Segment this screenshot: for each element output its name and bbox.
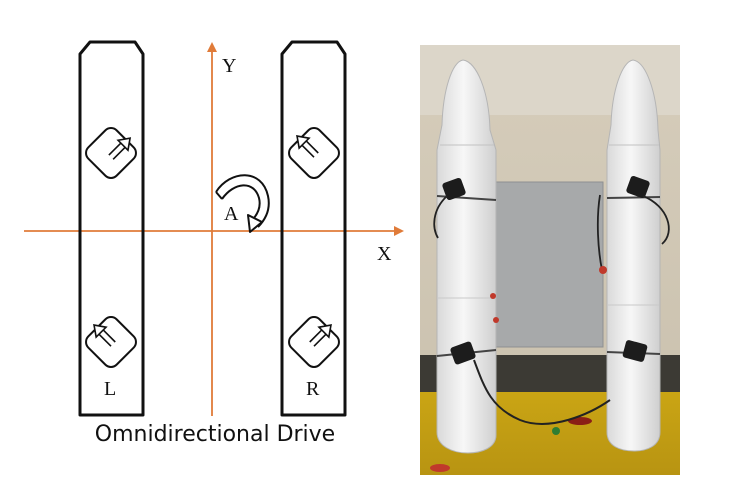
- y-axis-arrowhead: [207, 42, 217, 52]
- x-axis-label: X: [377, 243, 392, 265]
- left-front-thrust-arrow-icon: [108, 137, 132, 160]
- rotation-label: A: [224, 203, 239, 225]
- photo-thruster-right-front: [626, 175, 650, 199]
- photo-thruster-left-rear: [450, 341, 476, 365]
- metal-plate: [493, 182, 603, 347]
- right-rear-thrust-arrow-icon: [309, 324, 332, 347]
- left-rear-thruster: [85, 316, 137, 368]
- rotation-arrow-icon: A: [215, 174, 270, 233]
- diagram-caption: Omnidirectional Drive: [94, 422, 336, 447]
- photo-thruster-left-front: [442, 177, 466, 201]
- left-hull-label: L: [104, 378, 116, 400]
- right-front-thrust-arrow-icon: [296, 135, 319, 158]
- left-rear-thrust-arrow-icon: [93, 324, 116, 347]
- coordinate-axes: X Y: [24, 42, 404, 416]
- photo-left-hull: [436, 59, 497, 454]
- right-hull-label: R: [306, 378, 320, 400]
- left-hull-diagram: L: [78, 40, 145, 417]
- x-axis-arrowhead: [394, 226, 404, 236]
- left-hull-outline: [78, 40, 145, 417]
- photo-right-hull: [606, 59, 661, 452]
- catamaran-hulls-photo: [420, 45, 680, 475]
- right-hull-outline: [280, 40, 347, 417]
- right-rear-thruster: [288, 316, 340, 368]
- right-front-thruster: [288, 127, 340, 179]
- photo-thruster-right-rear: [622, 340, 648, 362]
- y-axis-label: Y: [222, 55, 236, 77]
- right-hull-diagram: R: [280, 40, 347, 417]
